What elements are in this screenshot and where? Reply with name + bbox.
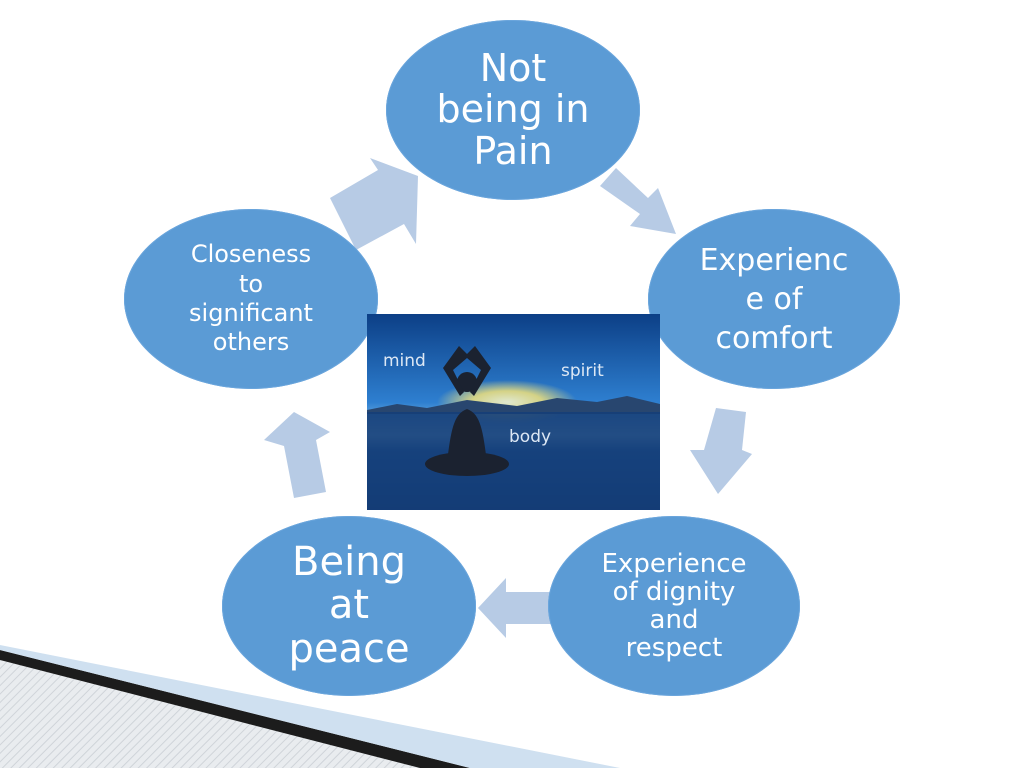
light-blue-band (0, 645, 620, 768)
node-label: Experience of dignity and respect (601, 548, 747, 664)
image-label-spirit: spirit (561, 361, 604, 381)
node-label: Experienc e of comfort (699, 242, 849, 356)
node-dignity-and-respect: Experience of dignity and respect (548, 516, 800, 696)
meditating-person (425, 346, 509, 476)
node-not-being-in-pain: Not being in Pain (386, 20, 640, 200)
arrow-top-to-right (600, 168, 676, 234)
slide-corner-decoration (0, 645, 620, 768)
node-being-at-peace: Being at peace (222, 516, 476, 696)
node-label: Closeness to significant others (189, 240, 313, 357)
mountains (367, 396, 660, 414)
node-closeness-to-others: Closeness to significant others (124, 209, 378, 389)
node-label: Not being in Pain (436, 46, 590, 173)
arrow-bottom-right-to-bottom-left (478, 578, 554, 638)
node-label: Being at peace (288, 539, 410, 672)
image-label-mind: mind (383, 351, 426, 371)
arrow-right-to-bottom-right (690, 408, 752, 494)
arrow-bottom-left-to-left (264, 412, 330, 498)
meditation-image: mind spirit body (367, 314, 660, 510)
image-label-body: body (509, 427, 551, 447)
node-experience-of-comfort: Experienc e of comfort (648, 209, 900, 389)
arrow-left-to-top (330, 158, 418, 250)
